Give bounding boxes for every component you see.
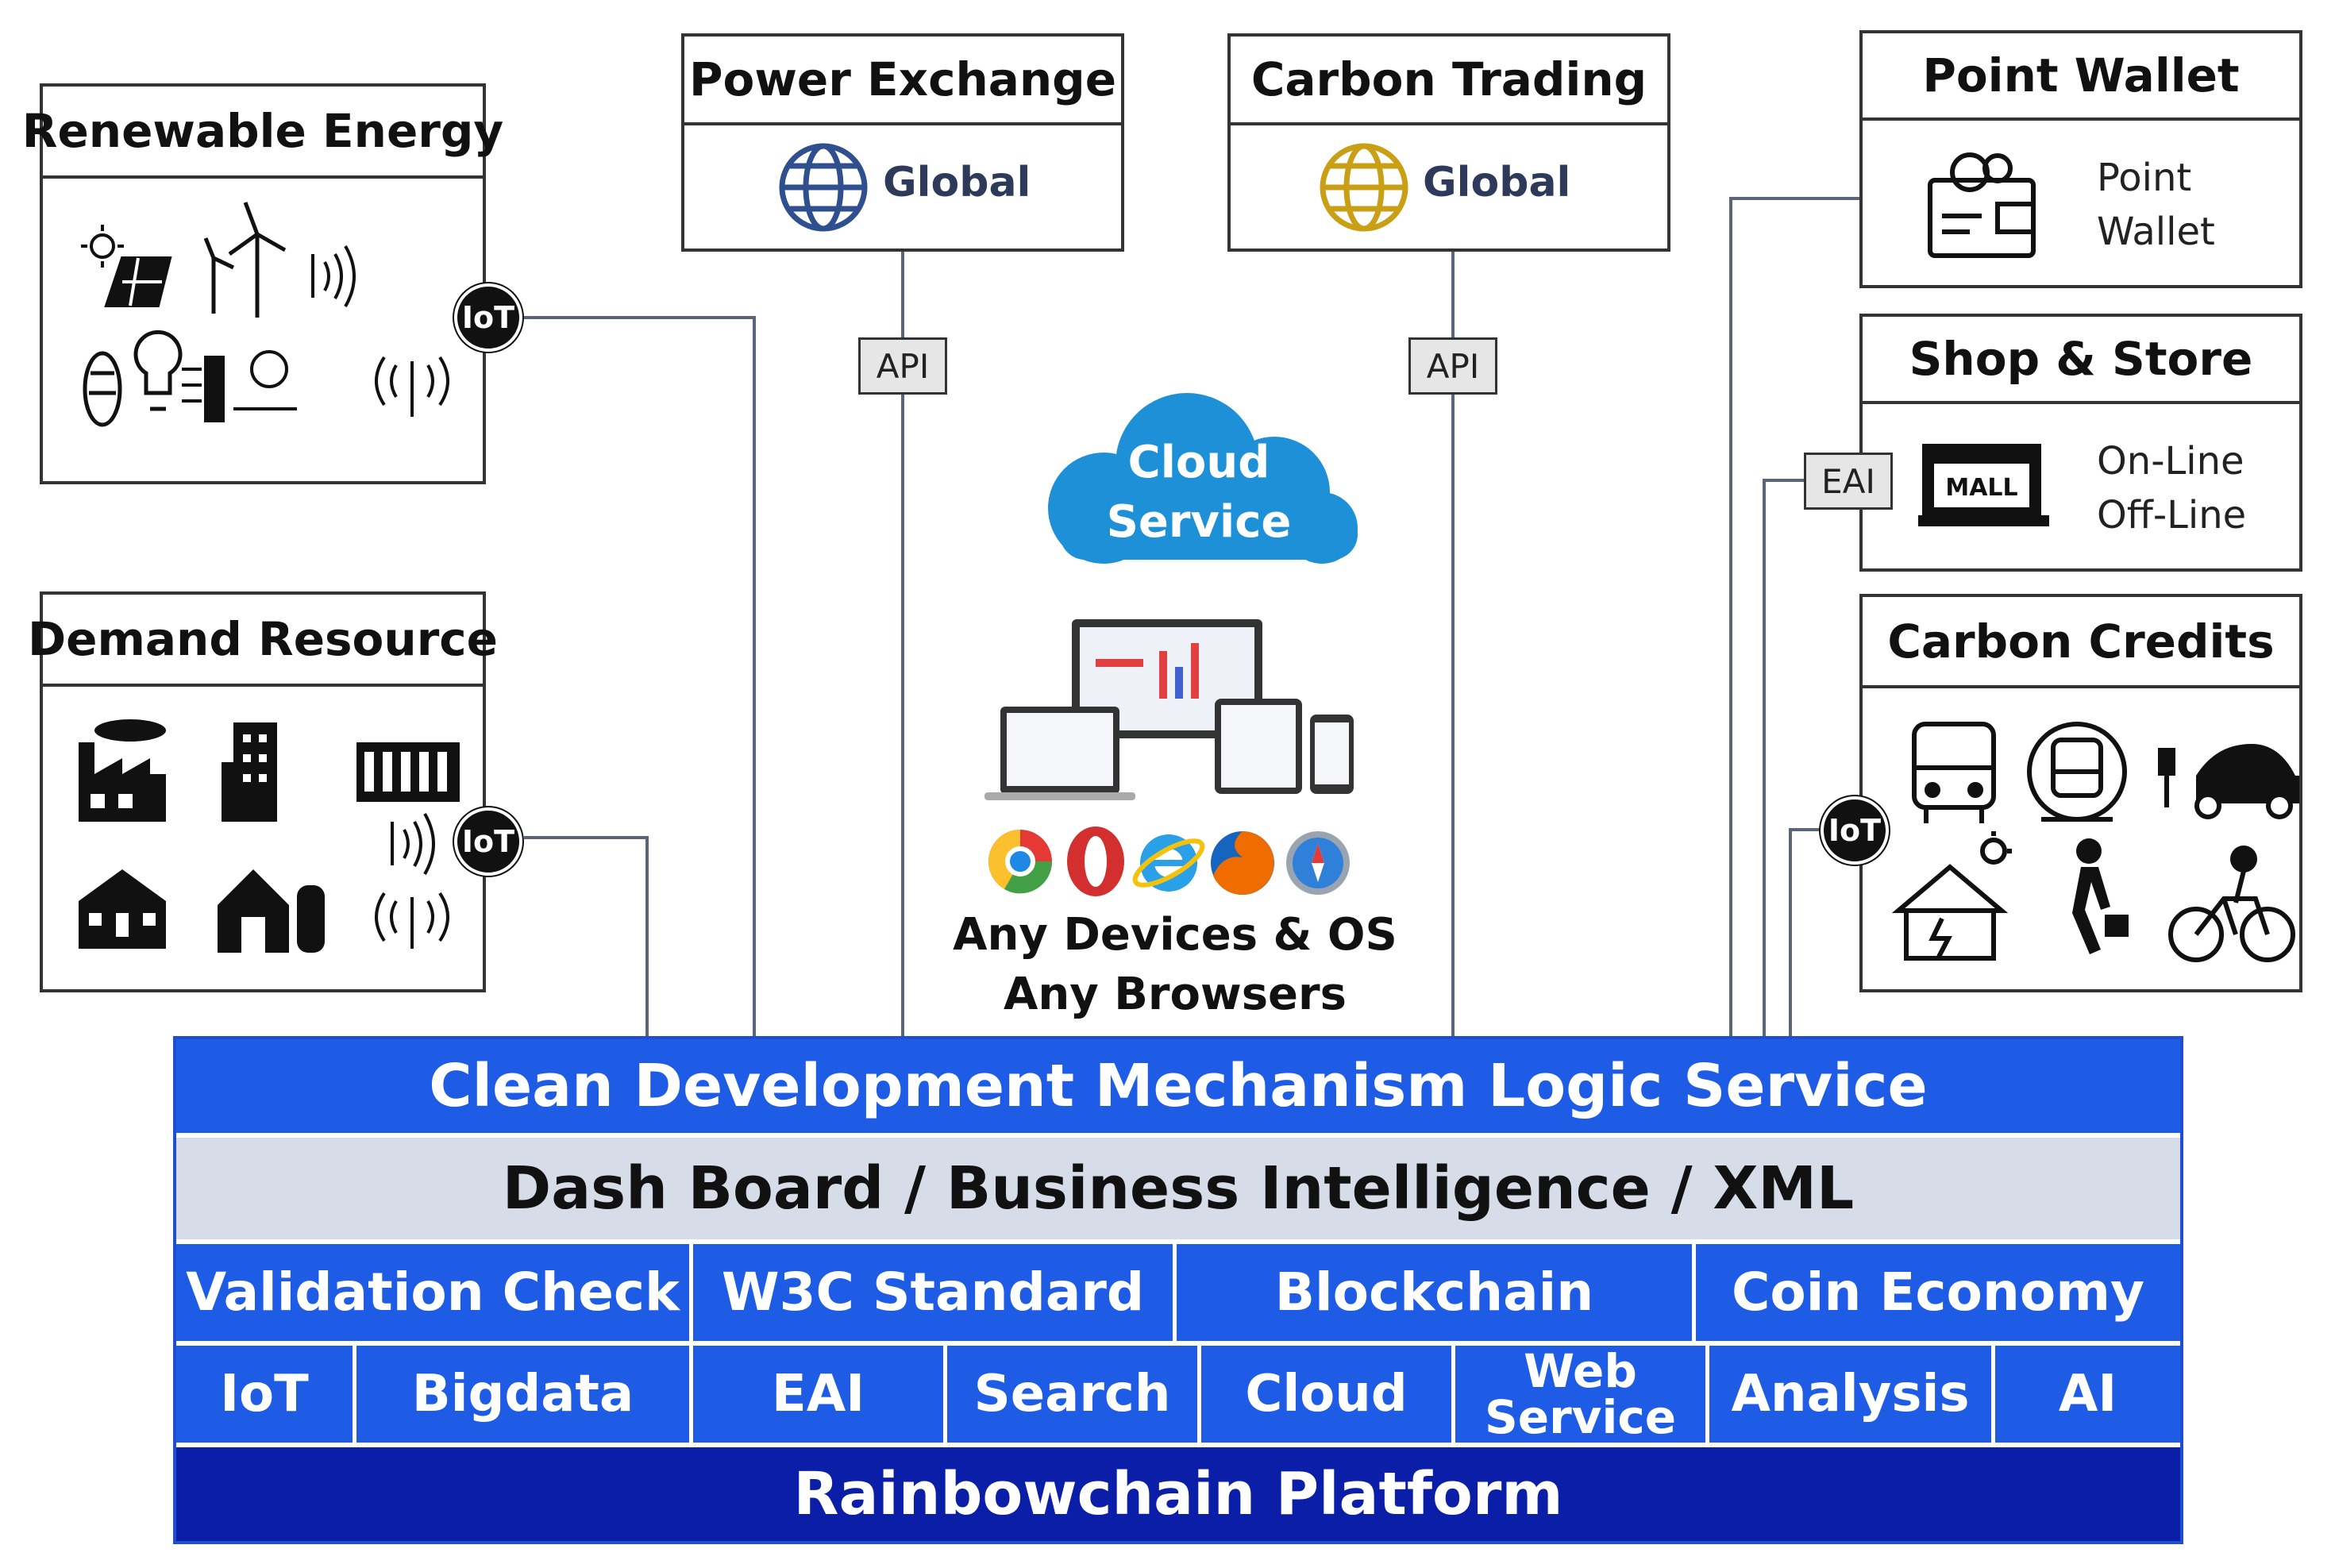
bus-icon — [1912, 722, 1996, 823]
point-wallet-line1: Point — [2097, 156, 2192, 200]
point-wallet-box: Point Wallet Point Wallet — [1859, 30, 2302, 288]
globe-icon — [779, 143, 868, 232]
wallet-icon — [1928, 152, 2036, 258]
carbon-trading-title: Carbon Trading — [1231, 37, 1667, 125]
power-exchange-global: Global — [883, 159, 1031, 206]
carbon-trading-box: Carbon Trading Global — [1227, 33, 1670, 252]
wireless-signal-icon — [391, 812, 435, 876]
biomass-icon — [83, 329, 183, 427]
demand-resource-icons — [43, 687, 483, 989]
cloud-icon — [1048, 393, 1358, 564]
platform-row: Rainbowchain Platform — [176, 1447, 2180, 1541]
search-cell: Search — [947, 1346, 1201, 1443]
train-icon — [2027, 722, 2127, 822]
school-icon — [79, 869, 166, 949]
point-wallet-title: Point Wallet — [1863, 33, 2299, 121]
technology-row: IoT Bigdata EAI Search Cloud Web Service… — [176, 1346, 2180, 1443]
iot-badge-demand: IoT — [454, 807, 522, 876]
services-row: Validation Check W3C Standard Blockchain… — [176, 1244, 2180, 1341]
carbon-trading-body: Global — [1231, 125, 1667, 248]
shop-store-title: Shop & Store — [1863, 317, 2299, 404]
point-wallet-line2: Wallet — [2097, 210, 2215, 254]
web-service-cell: Web Service — [1455, 1346, 1709, 1443]
dashboard-label: Dash Board / Business Intelligence / XML — [502, 1154, 1855, 1223]
coin-economy-cell: Coin Economy — [1731, 1262, 2145, 1323]
browsers-icon — [988, 826, 1350, 896]
antenna-signal-icon — [375, 892, 449, 949]
logic-service-row: Clean Development Mechanism Logic Servic… — [176, 1039, 2180, 1133]
shop-store-line2: Off-Line — [2097, 493, 2247, 537]
cloud-cell: Cloud — [1201, 1346, 1455, 1443]
analysis-cell: Analysis — [1709, 1346, 1995, 1443]
platform-stack: Clean Development Mechanism Logic Servic… — [173, 1036, 2183, 1544]
electric-car-icon — [2158, 744, 2299, 819]
shop-store-line1: On-Line — [2097, 439, 2244, 483]
shop-store-body: MALL On-Line Off-Line — [1863, 404, 2299, 568]
devices-line1: Any Devices & OS — [953, 909, 1397, 961]
factory-icon — [79, 719, 166, 822]
barn-icon — [218, 869, 325, 953]
chrome-icon — [988, 830, 1053, 894]
carbon-credits-title: Carbon Credits — [1863, 597, 2299, 688]
bigdata-cell: Bigdata — [356, 1346, 693, 1443]
devices-line2: Any Browsers — [1004, 969, 1347, 1020]
dashboard-row: Dash Board / Business Intelligence / XML — [176, 1138, 2180, 1239]
firefox-icon — [1211, 831, 1274, 895]
renewable-energy-icons — [43, 179, 483, 481]
iot-badge-carbon-credits: IoT — [1821, 796, 1889, 865]
mall-label: MALL — [1945, 474, 2017, 502]
shop-store-box: Shop & Store MALL On-Line Off-Line — [1859, 314, 2302, 572]
renewable-energy-box: Renewable Energy — [22, 83, 503, 484]
antenna-signal-icon — [375, 356, 449, 417]
cloud-label-line2: Service — [1106, 496, 1292, 548]
solar-panel-icon — [81, 225, 172, 307]
eai-tag: EAI — [1804, 453, 1893, 510]
eai-cell: EAI — [693, 1346, 947, 1443]
wireless-signal-icon — [311, 245, 356, 308]
demand-resource-title: Demand Resource — [28, 595, 498, 687]
api-tag-power: API — [858, 337, 947, 395]
renewable-energy-title: Renewable Energy — [22, 87, 503, 179]
logic-service-label: Clean Development Mechanism Logic Servic… — [429, 1052, 1928, 1120]
w3c-standard-cell: W3C Standard — [693, 1244, 1177, 1341]
walking-person-icon — [2072, 838, 2129, 954]
demand-resource-box: Demand Resource — [28, 591, 498, 992]
power-exchange-body: Global — [684, 125, 1121, 248]
carbon-trading-global: Global — [1423, 159, 1571, 206]
cloud-label-line1: Cloud — [1127, 437, 1270, 488]
office-building-icon — [222, 722, 277, 822]
blockchain-cell: Blockchain — [1177, 1244, 1696, 1341]
iot-cell: IoT — [176, 1346, 356, 1443]
globe-icon — [1320, 143, 1408, 232]
power-exchange-title: Power Exchange — [684, 37, 1121, 125]
ie-icon — [1132, 834, 1205, 892]
solar-house-icon — [1891, 831, 2012, 961]
api-tag-carbon: API — [1408, 337, 1497, 395]
platform-label: Rainbowchain Platform — [793, 1460, 1563, 1528]
carbon-credits-icons — [1863, 688, 2299, 989]
wind-turbine-icon — [203, 202, 287, 318]
bicycle-icon — [2168, 846, 2295, 962]
devices-icon — [984, 619, 1354, 800]
safari-icon — [1286, 831, 1350, 895]
hydro-power-icon — [182, 350, 297, 422]
opera-icon — [1067, 826, 1124, 896]
power-exchange-box: Power Exchange Global — [681, 33, 1124, 252]
ai-cell: AI — [2058, 1365, 2117, 1424]
point-wallet-body: Point Wallet — [1863, 121, 2299, 285]
iot-badge-renewable: IoT — [454, 283, 522, 352]
apartment-icon — [356, 742, 460, 802]
carbon-credits-box: Carbon Credits — [1859, 594, 2302, 992]
validation-check-cell: Validation Check — [176, 1244, 693, 1341]
mall-icon: MALL — [1918, 444, 2049, 526]
